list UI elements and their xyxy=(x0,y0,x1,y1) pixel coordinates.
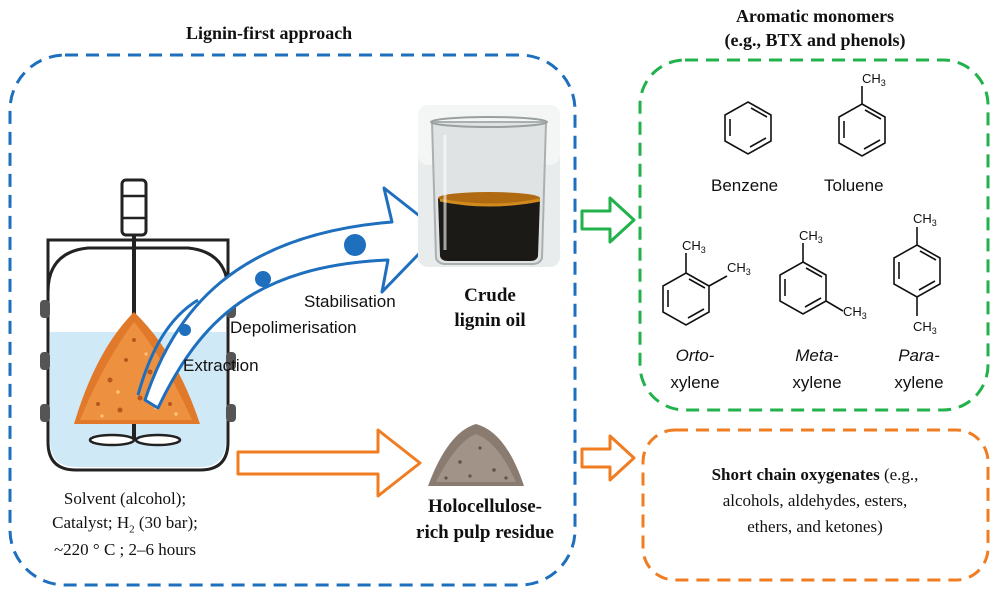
crude-oil-beaker xyxy=(418,105,560,267)
svg-text:CH3: CH3 xyxy=(682,238,706,255)
green-output-arrow xyxy=(580,196,636,244)
para-xylene-label: xylene xyxy=(894,373,944,392)
lignin-first-title: Lignin-first approach xyxy=(186,23,353,43)
residue-arrow xyxy=(236,428,422,498)
pulp-residue-pile xyxy=(428,424,524,486)
meta-xylene-structure: CH3 CH3 xyxy=(779,228,867,321)
orto-prefix: Orto- xyxy=(675,346,715,365)
oxygenates-line1: Short chain oxygenates (e.g., xyxy=(711,465,919,484)
benzene-structure xyxy=(724,101,772,155)
ortho-xylene-structure: CH3 CH3 xyxy=(662,238,751,326)
toluene-label: Toluene xyxy=(824,176,884,195)
oxygenates-line3: ethers, and ketones) xyxy=(747,517,883,536)
toluene-ch3: CH xyxy=(862,71,881,86)
crude-oil-label-line2: lignin oil xyxy=(454,310,526,331)
stabilisation-label: Stabilisation xyxy=(304,292,396,311)
extraction-label: Extraction xyxy=(183,356,259,375)
svg-text:CH3: CH3 xyxy=(843,304,867,321)
para-prefix: Para- xyxy=(898,346,940,365)
meta-prefix: Meta- xyxy=(795,346,839,365)
svg-text:CH3: CH3 xyxy=(862,71,886,88)
para-xylene-structure: CH3 CH3 xyxy=(893,211,941,336)
residue-label-line1: Holocellulose- xyxy=(428,496,542,517)
meta-xylene-label: xylene xyxy=(792,373,842,392)
process-dot-stabilisation xyxy=(344,234,366,256)
benzene-label: Benzene xyxy=(711,176,779,195)
aromatic-title-line2: (e.g., BTX and phenols) xyxy=(724,30,906,50)
process-dot-depolimerisation xyxy=(255,271,271,287)
process-dot-extraction xyxy=(179,324,191,336)
reactor-impeller xyxy=(88,433,136,447)
orto-xylene-label: xylene xyxy=(670,373,720,392)
oxygenates-line2: alcohols, aldehydes, esters, xyxy=(722,491,908,510)
aromatic-monomers-frame xyxy=(638,58,990,412)
aromatic-title-line1: Aromatic monomers xyxy=(735,6,895,26)
reactor-motor xyxy=(120,178,148,237)
residue-label-line2: rich pulp residue xyxy=(416,522,554,543)
crude-oil-label-line1: Crude xyxy=(464,285,516,306)
process-path xyxy=(136,298,199,396)
orange-output-arrow xyxy=(580,434,636,482)
conditions-line3: ~220 ° C ; 2–6 hours xyxy=(53,540,197,559)
svg-text:CH3: CH3 xyxy=(913,211,937,228)
conditions-line2: Catalyst; H2 (30 bar); xyxy=(52,513,198,536)
toluene-structure: CH3 xyxy=(838,71,886,157)
svg-text:CH3: CH3 xyxy=(727,260,751,277)
oxygenates-frame xyxy=(641,428,990,582)
svg-text:CH3: CH3 xyxy=(799,228,823,245)
conditions-line1: Solvent (alcohol); xyxy=(63,489,187,508)
svg-text:CH3: CH3 xyxy=(913,319,937,336)
depolimerisation-label: Depolimerisation xyxy=(230,318,357,337)
